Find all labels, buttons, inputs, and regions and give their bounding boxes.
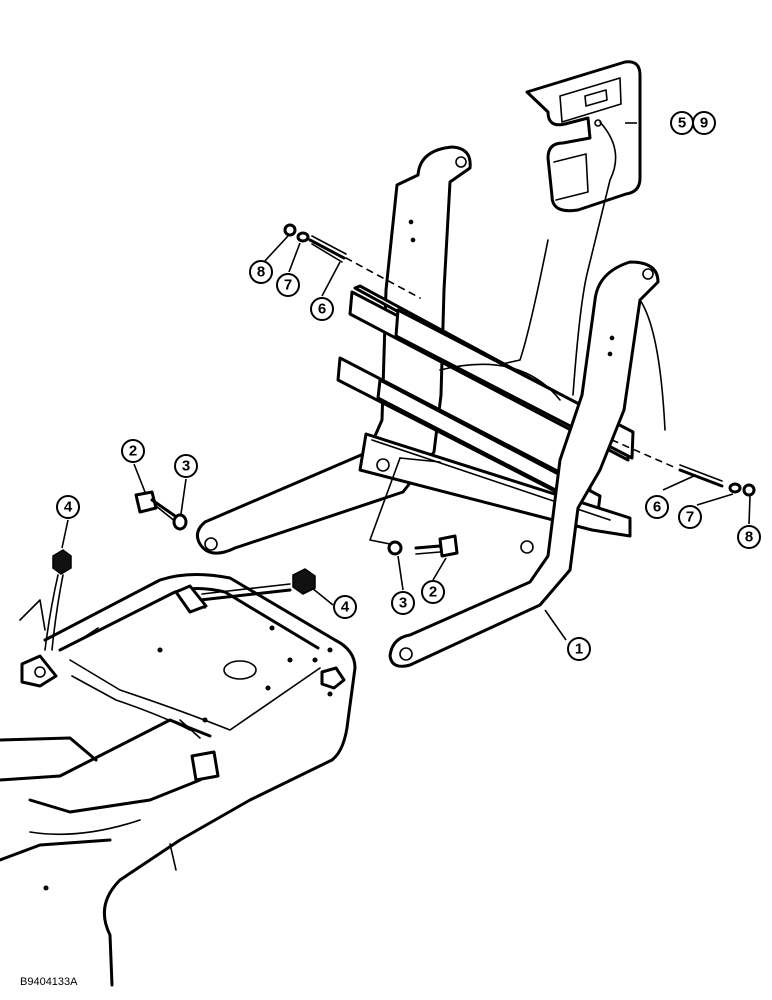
callout-6-left: 6 bbox=[310, 297, 334, 321]
callout-2-left: 2 bbox=[121, 439, 145, 463]
callout-4-left: 4 bbox=[56, 495, 80, 519]
callout-8-right: 8 bbox=[737, 525, 761, 549]
callout-8-left: 8 bbox=[249, 260, 273, 284]
svg-text:1: 1 bbox=[575, 641, 583, 658]
svg-text:6: 6 bbox=[318, 301, 326, 318]
svg-text:9: 9 bbox=[700, 115, 708, 132]
bolt-left bbox=[134, 490, 188, 531]
callout-2-right: 2 bbox=[421, 580, 445, 604]
rod-left bbox=[283, 223, 421, 299]
callout-1: 1 bbox=[567, 637, 591, 661]
nut-left bbox=[44, 549, 72, 651]
svg-text:7: 7 bbox=[686, 509, 694, 526]
figure-reference: B9404133A bbox=[20, 976, 78, 988]
svg-text:2: 2 bbox=[429, 584, 437, 601]
leader-lines bbox=[61, 122, 751, 641]
callout-3-right: 3 bbox=[391, 591, 415, 615]
callout-6-right: 6 bbox=[645, 495, 669, 519]
callout-7-left: 7 bbox=[276, 273, 300, 297]
svg-text:8: 8 bbox=[257, 264, 265, 281]
tractor-frame bbox=[0, 572, 357, 987]
svg-text:3: 3 bbox=[182, 458, 190, 475]
svg-text:5: 5 bbox=[678, 115, 686, 132]
svg-text:8: 8 bbox=[745, 529, 753, 546]
callout-9: 9 bbox=[692, 111, 716, 135]
nut-right bbox=[198, 568, 316, 602]
svg-text:6: 6 bbox=[653, 499, 661, 516]
callout-7-right: 7 bbox=[678, 505, 702, 529]
svg-text:2: 2 bbox=[129, 443, 137, 460]
hitch-frame bbox=[195, 145, 666, 668]
callout-5: 5 bbox=[670, 111, 694, 135]
svg-text:3: 3 bbox=[399, 595, 407, 612]
rod-right bbox=[611, 439, 756, 497]
callout-3-left: 3 bbox=[174, 454, 198, 478]
svg-text:4: 4 bbox=[341, 599, 350, 616]
callout-4-right: 4 bbox=[333, 595, 357, 619]
counterweight bbox=[474, 60, 642, 396]
svg-text:4: 4 bbox=[64, 499, 73, 516]
bolt-right bbox=[387, 534, 459, 558]
svg-text:7: 7 bbox=[284, 277, 292, 294]
